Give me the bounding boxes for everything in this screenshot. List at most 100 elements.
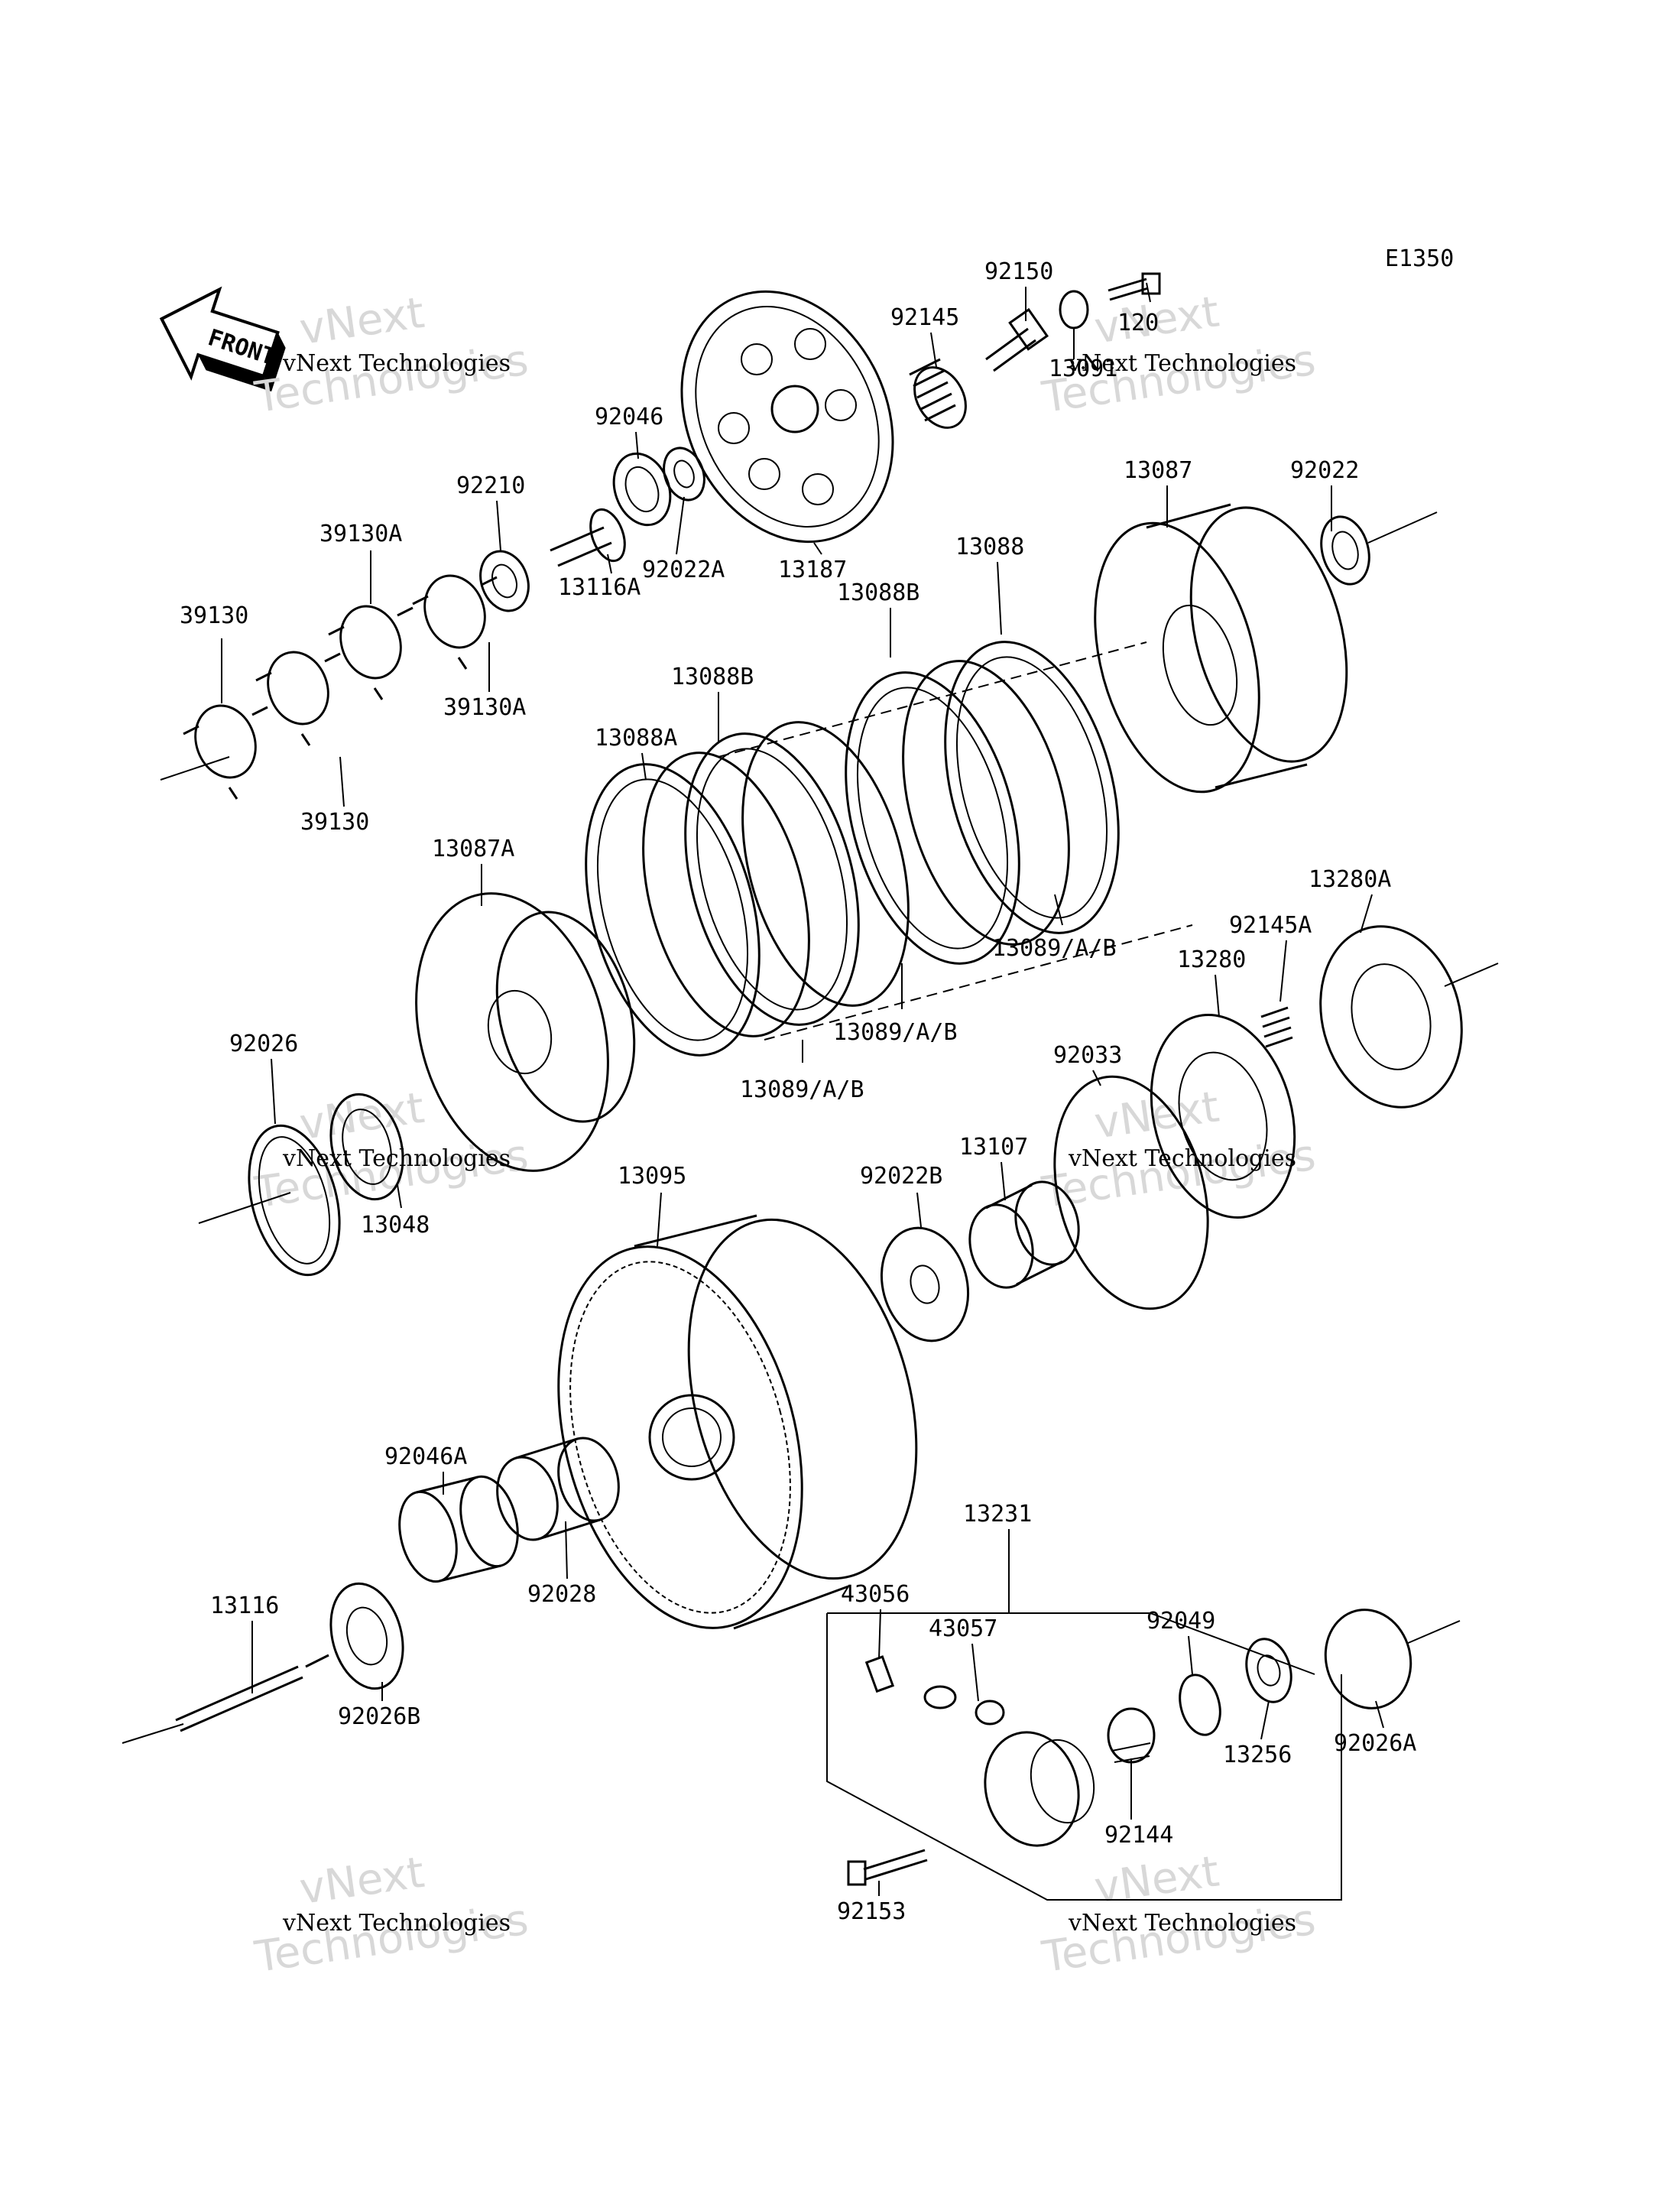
part-label-92144: 92144 xyxy=(1104,1822,1173,1849)
part-label-13089AB-2: 13089/A/B xyxy=(833,1019,958,1046)
plate-stack-guide-bottom xyxy=(764,924,1193,1041)
part-label-43056: 43056 xyxy=(841,1581,910,1608)
part-label-92153: 92153 xyxy=(837,1898,906,1925)
lock-washer-39130-1 xyxy=(255,651,341,746)
svg-text:Technologies: Technologies xyxy=(1039,1131,1318,1219)
axis-arrow-right-3 xyxy=(1406,1620,1461,1644)
part-label-13089AB-1: 13089/A/B xyxy=(992,935,1117,962)
rod-13116A xyxy=(550,508,626,567)
clutch-hub-13087A xyxy=(415,892,636,1172)
part-label-13088: 13088 xyxy=(955,534,1024,560)
part-label-13187: 13187 xyxy=(778,557,847,583)
front-arrow-icon: FRONT xyxy=(159,286,286,392)
part-label-13089AB-3: 13089/A/B xyxy=(740,1076,864,1103)
axis-arrow-left-1 xyxy=(160,756,230,781)
svg-text:vNext: vNext xyxy=(297,288,427,355)
svg-text:vNext: vNext xyxy=(1091,1846,1222,1913)
part-label-92028: 92028 xyxy=(527,1581,596,1608)
needle-bearing-92046A xyxy=(398,1475,519,1583)
clutch-gear-13095 xyxy=(557,1214,918,1630)
watermark-6-small: vNext Technologies xyxy=(1068,1910,1296,1937)
svg-text:Technologies: Technologies xyxy=(251,1895,531,1983)
part-label-92145A: 92145A xyxy=(1229,912,1312,939)
part-label-13088A: 13088A xyxy=(595,725,677,752)
part-label-92033: 92033 xyxy=(1053,1042,1122,1069)
watermark-1-small: vNext Technologies xyxy=(282,350,511,377)
diagram-code: E1350 xyxy=(1385,245,1454,272)
spring-plate-13280A xyxy=(1319,925,1463,1109)
part-label-92145: 92145 xyxy=(890,304,959,331)
part-label-13048: 13048 xyxy=(361,1212,430,1239)
watermark-4: vNext Technologies xyxy=(1039,1082,1318,1219)
washer-92022A xyxy=(663,446,705,502)
part-label-92022B: 92022B xyxy=(860,1163,942,1190)
bushing-92022 xyxy=(1320,515,1370,586)
part-label-39130-1: 39130 xyxy=(180,602,248,629)
part-label-120: 120 xyxy=(1117,310,1159,336)
axis-arrow-left-2 xyxy=(198,1192,291,1224)
sleeve-92028 xyxy=(496,1437,620,1541)
watermark-6: vNext Technologies xyxy=(1039,1846,1318,1982)
svg-text:vNext: vNext xyxy=(297,1848,427,1914)
lock-washer-39130-2 xyxy=(183,704,268,800)
steel-plate-13089-2 xyxy=(741,721,910,1007)
boot-92144 xyxy=(1107,1707,1156,1764)
watermark-1: vNext Technologies xyxy=(251,288,531,423)
pressure-plate-13187 xyxy=(680,290,894,544)
watermark-5: vNext Technologies xyxy=(251,1848,531,1983)
washer-13091 xyxy=(1059,290,1089,330)
circlip-92033 xyxy=(1053,1075,1209,1310)
washer-92026B xyxy=(329,1582,404,1690)
spring-92145 xyxy=(909,358,967,429)
bolt-92153 xyxy=(847,1849,928,1886)
watermark-4-small: vNext Technologies xyxy=(1068,1145,1296,1172)
friction-plate-13088B-2 xyxy=(684,732,860,1026)
part-label-13091: 13091 xyxy=(1049,356,1117,382)
bleeder-43056 xyxy=(864,1655,895,1693)
part-label-13280: 13280 xyxy=(1177,946,1246,973)
spring-92145A xyxy=(1260,1006,1293,1048)
axis-arrow-right-1 xyxy=(1367,511,1438,544)
friction-plate-13088 xyxy=(944,641,1120,934)
watermark-5-small: vNext Technologies xyxy=(282,1910,511,1937)
friction-plate-13088A xyxy=(585,763,761,1057)
part-label-13087A: 13087A xyxy=(432,836,514,862)
friction-plate-13088B-1 xyxy=(845,671,1020,965)
slave-cylinder-body xyxy=(984,1731,1095,1847)
clutch-housing-13087 xyxy=(1094,503,1348,794)
collar-92210 xyxy=(479,550,530,612)
axis-arrow-right-2 xyxy=(1444,963,1499,987)
cap-43057 xyxy=(923,1685,1005,1726)
part-label-13116A: 13116A xyxy=(558,574,641,601)
plate-stack-guide-top xyxy=(718,641,1147,758)
part-label-13088B-1: 13088B xyxy=(837,580,919,606)
steel-plate-13089-3 xyxy=(642,752,810,1037)
part-labels: 92150 120 13091 92145 92046 92210 13116A… xyxy=(180,258,1416,1925)
bolt-120 xyxy=(1108,272,1161,301)
part-label-13256: 13256 xyxy=(1223,1742,1292,1768)
part-label-39130-2: 39130 xyxy=(300,809,369,836)
part-label-39130A-2: 39130A xyxy=(443,694,526,721)
part-label-92026: 92026 xyxy=(229,1031,298,1057)
part-label-92026A: 92026A xyxy=(1334,1730,1416,1757)
axis-arrow-left-3 xyxy=(122,1723,184,1744)
part-label-92049: 92049 xyxy=(1146,1608,1215,1635)
leader-lines xyxy=(221,282,1384,1896)
part-label-92046A: 92046A xyxy=(384,1443,467,1470)
part-label-13231: 13231 xyxy=(963,1501,1032,1528)
lock-washer-39130A-2 xyxy=(328,605,414,700)
part-label-13087: 13087 xyxy=(1124,457,1192,484)
part-label-13280A: 13280A xyxy=(1309,866,1391,893)
part-label-13095: 13095 xyxy=(618,1163,686,1190)
washer-92026 xyxy=(248,1124,341,1277)
svg-text:vNext: vNext xyxy=(297,1083,427,1150)
part-label-92022A: 92022A xyxy=(642,557,725,583)
slave-cylinder-group-box xyxy=(826,1612,1342,1901)
part-label-13088B-2: 13088B xyxy=(671,664,754,690)
svg-text:Technologies: Technologies xyxy=(251,1131,531,1219)
watermark-2-small: vNext Technologies xyxy=(1068,350,1296,377)
seal-92049 xyxy=(1179,1674,1221,1736)
part-label-92046: 92046 xyxy=(595,404,663,430)
piston-13256 xyxy=(1245,1638,1292,1703)
sleeve-13107 xyxy=(968,1180,1080,1289)
